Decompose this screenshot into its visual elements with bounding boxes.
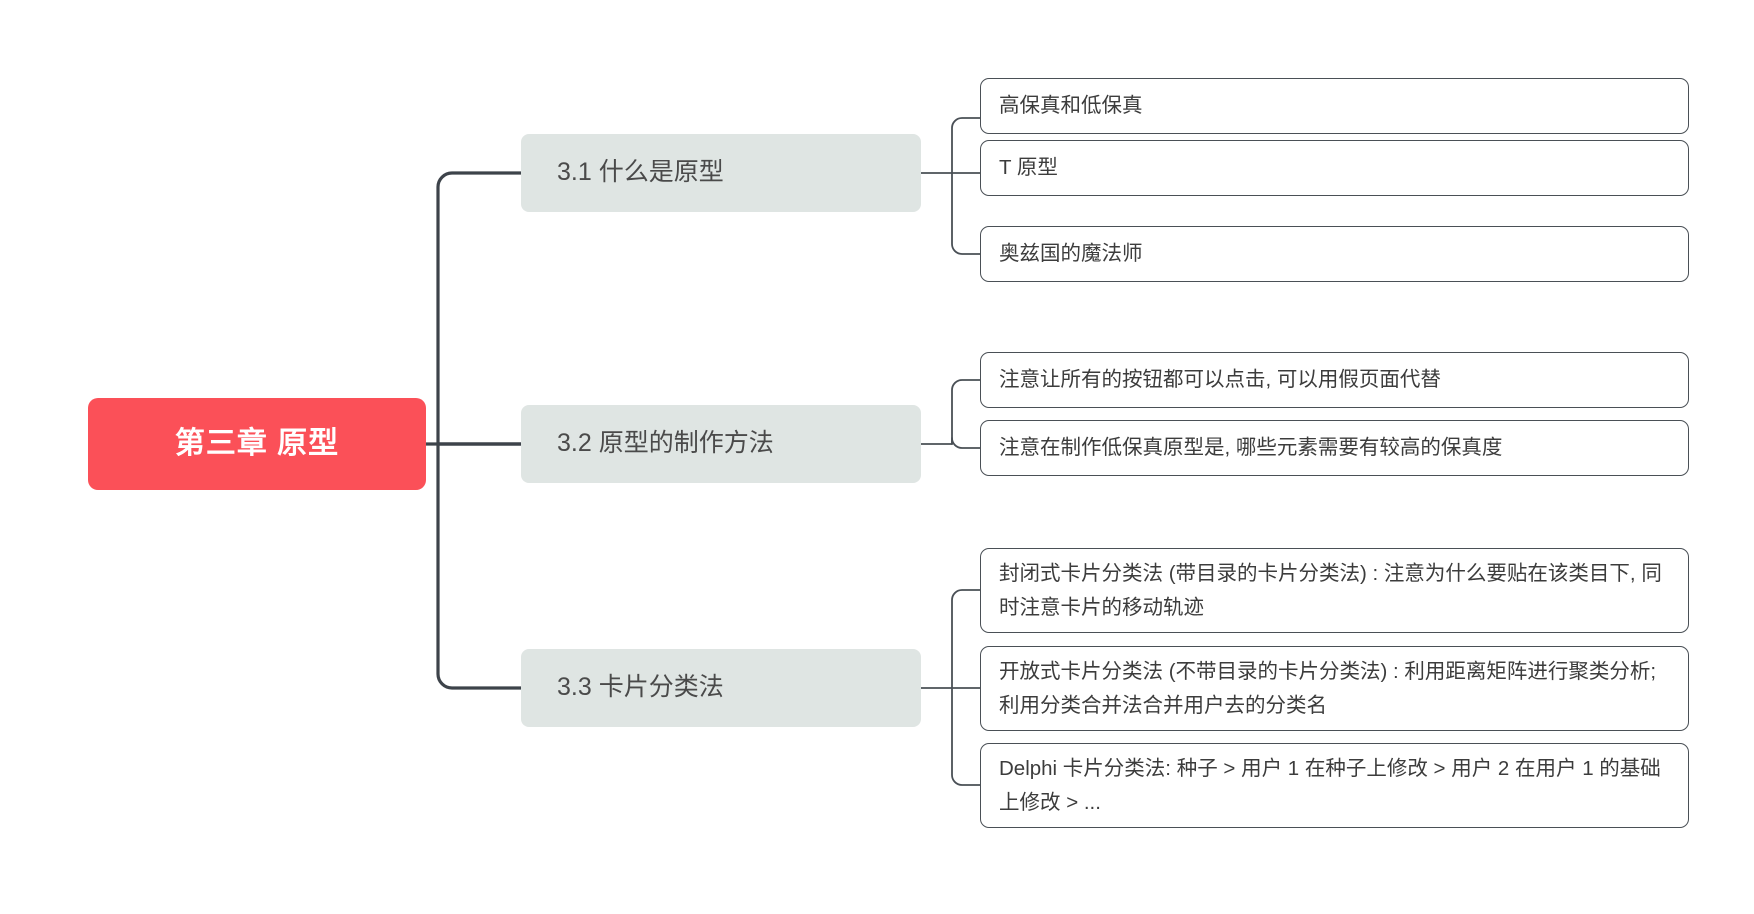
leaf-node-3-1-1[interactable]: 高保真和低保真 — [980, 78, 1689, 134]
leaf-node-3-1-1-label: 高保真和低保真 — [999, 94, 1143, 117]
leaf-node-3-3-1[interactable]: 封闭式卡片分类法 (带目录的卡片分类法) : 注意为什么要贴在该类目下, 同时注… — [980, 548, 1689, 633]
leaf-node-3-1-3[interactable]: 奥兹国的魔法师 — [980, 226, 1689, 282]
branch-node-3-2-label: 3.2 原型的制作方法 — [557, 429, 774, 458]
branch-node-3-3-label: 3.3 卡片分类法 — [557, 673, 724, 702]
root-node[interactable]: 第三章 原型 — [88, 398, 426, 490]
leaf-node-3-3-3[interactable]: Delphi 卡片分类法: 种子 > 用户 1 在种子上修改 > 用户 2 在用… — [980, 743, 1689, 828]
leaf-node-3-2-2-label: 注意在制作低保真原型是, 哪些元素需要有较高的保真度 — [999, 436, 1503, 459]
branch-node-3-1[interactable]: 3.1 什么是原型 — [521, 134, 921, 212]
leaf-node-3-1-2-label: T 原型 — [999, 156, 1058, 179]
leaf-node-3-1-2[interactable]: T 原型 — [980, 140, 1689, 196]
leaf-node-3-3-1-label: 封闭式卡片分类法 (带目录的卡片分类法) : 注意为什么要贴在该类目下, 同时注… — [999, 561, 1662, 619]
branch-node-3-3[interactable]: 3.3 卡片分类法 — [521, 649, 921, 727]
connector-branch-2-child-2 — [951, 437, 981, 449]
leaf-node-3-2-1-label: 注意让所有的按钮都可以点击, 可以用假页面代替 — [999, 368, 1441, 391]
root-node-label: 第三章 原型 — [174, 427, 340, 460]
connector-branch-1-child-1 — [951, 117, 981, 174]
leaf-node-3-2-2[interactable]: 注意在制作低保真原型是, 哪些元素需要有较高的保真度 — [980, 420, 1689, 476]
branch-node-3-1-label: 3.1 什么是原型 — [557, 158, 724, 187]
connector-branch-3-child-1 — [951, 589, 981, 689]
connector-branch-1-child-3 — [951, 172, 981, 255]
leaf-node-3-3-3-label: Delphi 卡片分类法: 种子 > 用户 1 在种子上修改 > 用户 2 在用… — [999, 756, 1661, 814]
connector-root-to-branch-1 — [436, 171, 523, 446]
connector-branch-2-child-1 — [951, 379, 981, 445]
connector-branch-3-child-3 — [951, 687, 981, 786]
branch-node-3-2[interactable]: 3.2 原型的制作方法 — [521, 405, 921, 483]
leaf-node-3-3-2[interactable]: 开放式卡片分类法 (不带目录的卡片分类法) : 利用距离矩阵进行聚类分析; 利用… — [980, 646, 1689, 731]
connector-root-to-branch-3 — [436, 442, 523, 690]
leaf-node-3-3-2-label: 开放式卡片分类法 (不带目录的卡片分类法) : 利用距离矩阵进行聚类分析; 利用… — [999, 659, 1657, 717]
leaf-node-3-1-3-label: 奥兹国的魔法师 — [999, 242, 1143, 265]
leaf-node-3-2-1[interactable]: 注意让所有的按钮都可以点击, 可以用假页面代替 — [980, 352, 1689, 408]
